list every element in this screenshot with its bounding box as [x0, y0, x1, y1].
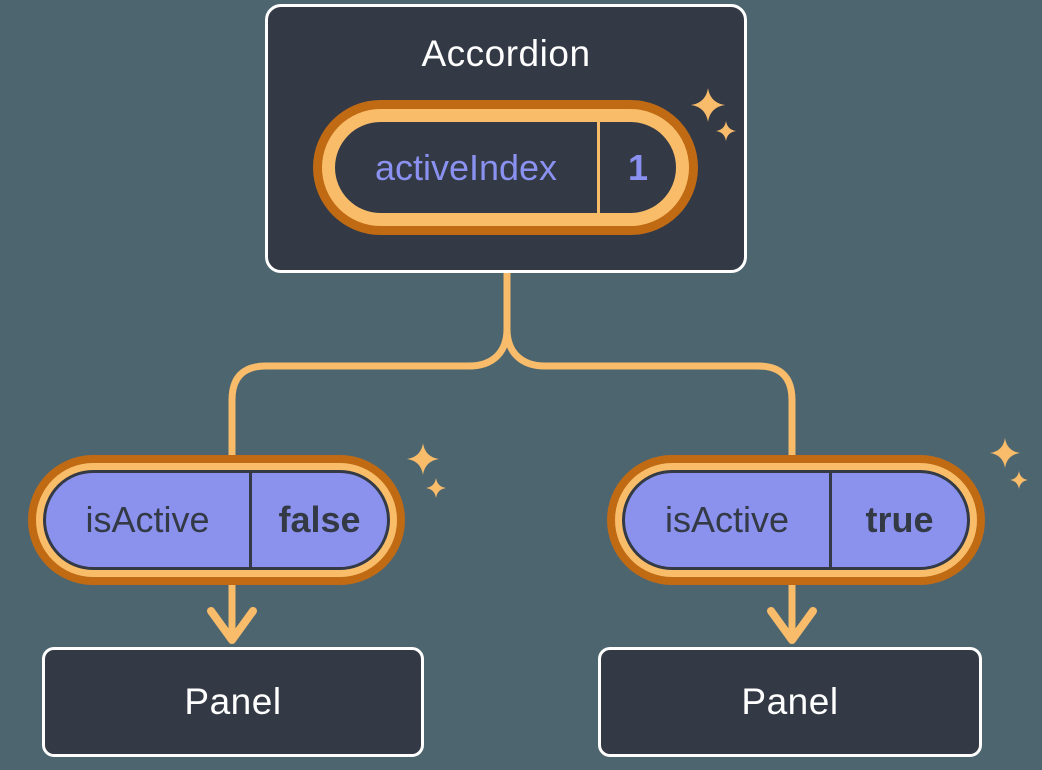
left-prop-pill-ring: isActive false	[36, 463, 397, 577]
state-pill-body: activeIndex 1	[335, 122, 676, 213]
left-prop-pill: isActive false	[28, 455, 405, 585]
state-pill: activeIndex 1	[313, 100, 698, 235]
left-arrowhead-icon	[207, 607, 257, 644]
left-panel-node: Panel	[42, 647, 424, 757]
prop-name: isActive	[85, 499, 210, 540]
state-pill-name: activeIndex	[374, 146, 558, 188]
prop-value: true	[865, 499, 934, 540]
accordion-title: Accordion	[421, 33, 591, 74]
sparkle-icon	[990, 438, 1028, 489]
right-arrowhead-icon	[767, 607, 817, 644]
right-prop-pill-body: isActive true	[622, 470, 970, 570]
panel-label: Panel	[184, 681, 282, 722]
right-prop-pill: isActive true	[607, 455, 985, 585]
sparkle-icon	[407, 443, 446, 498]
state-pill-value: 1	[627, 146, 649, 188]
right-prop-pill-ring: isActive true	[615, 463, 977, 577]
pill-divider	[829, 473, 832, 567]
prop-value: false	[278, 499, 361, 540]
panel-label: Panel	[741, 681, 839, 722]
left-prop-pill-body: isActive false	[43, 470, 390, 570]
pill-divider	[597, 122, 600, 213]
state-pill-ring: activeIndex 1	[322, 109, 689, 226]
right-panel-node: Panel	[598, 647, 982, 757]
prop-name: isActive	[664, 499, 790, 540]
